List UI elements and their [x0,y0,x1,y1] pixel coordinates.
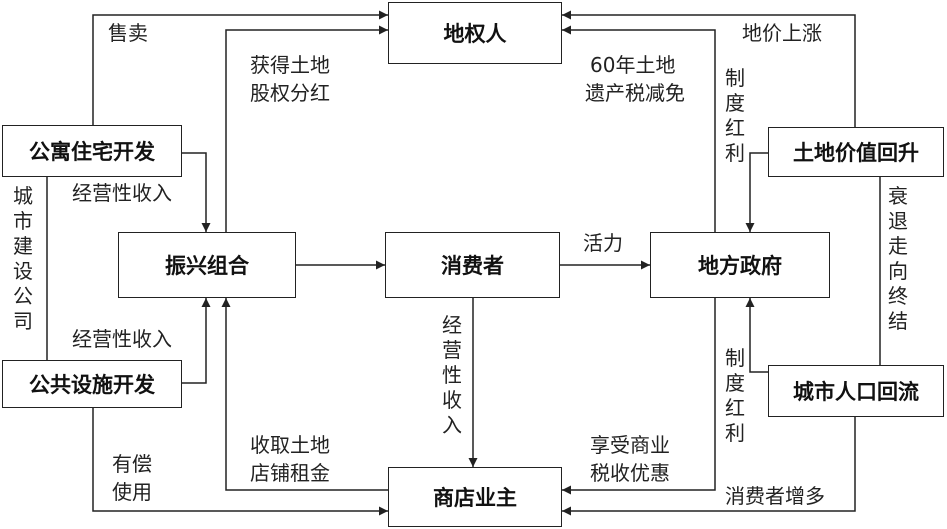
edge-gov-to-landowner [562,25,716,232]
label-operating-income-bottom: 经营性收入 [72,327,172,351]
edge-public-to-revitalization [182,298,211,384]
node-consumer: 消费者 [385,232,560,298]
edge-gov-to-shop [562,298,716,495]
node-landowner: 地权人 [388,2,562,64]
label-land-equity-dividend-1: 获得土地 [250,53,330,77]
node-land-value-rebound: 土地价值回升 [768,127,944,177]
label-collect-rent-1: 收取土地 [250,433,330,457]
node-urban-pop-return: 城市人口回流 [768,365,944,417]
label-inheritance-tax-2: 遗产税减免 [585,81,685,105]
label-paid-use-1: 有偿 [112,452,152,476]
edge-landvalue-to-landowner [562,10,856,127]
edge-public-to-shop [92,408,388,516]
edge-shop-to-revitalization [221,298,388,491]
label-land-equity-dividend-2: 股权分红 [250,81,330,105]
label-vitality: 活力 [583,231,623,255]
edge-apartment-to-landowner [92,10,388,125]
edge-pop-to-shop [562,417,856,516]
label-collect-rent-2: 店铺租金 [250,461,330,485]
label-urban-construction-co: 城市建设公司 [13,184,33,333]
node-public-facility-dev: 公共设施开发 [2,360,182,408]
edge-landvalue-to-gov [745,152,768,232]
node-apartment-dev: 公寓住宅开发 [2,125,182,177]
node-shop-owner: 商店业主 [388,467,562,527]
edge-pop-to-gov [745,298,768,373]
node-local-gov: 地方政府 [650,232,830,298]
label-consumer-operating-income: 经营性收入 [442,313,462,437]
label-paid-use-2: 使用 [112,480,152,504]
label-operating-income-top: 经营性收入 [72,181,172,205]
label-land-price-rise: 地价上涨 [742,21,822,45]
label-institutional-dividend-top: 制度红利 [725,66,745,165]
label-inheritance-tax-1: 60年土地 [590,53,676,77]
node-revitalization: 振兴组合 [118,232,296,298]
label-tax-benefit-2: 税收优惠 [590,461,670,485]
label-more-consumers: 消费者增多 [725,484,825,508]
label-institutional-dividend-bottom: 制度红利 [725,346,745,445]
label-tax-benefit-1: 享受商业 [590,433,670,457]
edge-revitalization-to-landowner [225,25,388,232]
label-decline-ends: 衰退走向终结 [888,184,908,333]
label-sell: 售卖 [108,21,148,45]
edge-apartment-to-revitalization [182,152,211,232]
